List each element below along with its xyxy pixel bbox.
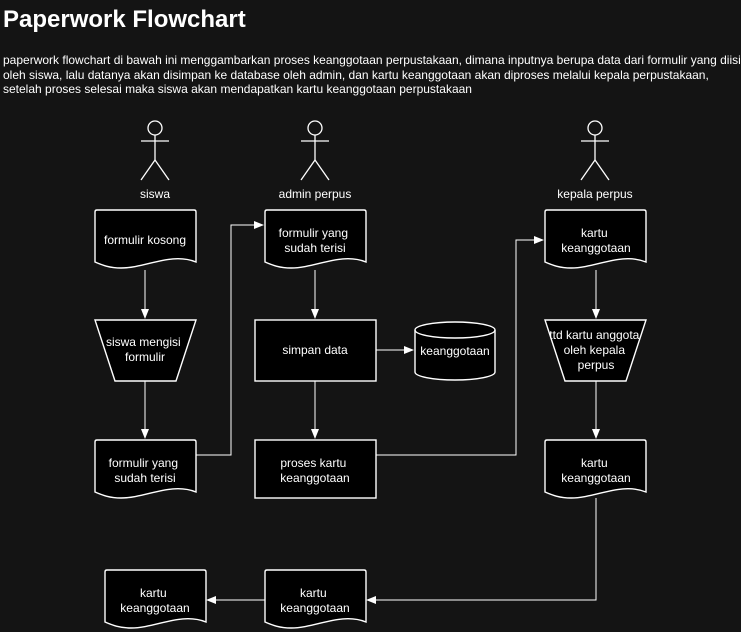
actor-kepala-label: kepala perpus	[557, 187, 632, 201]
node-simpan-data[interactable]	[254, 319, 377, 382]
node-kartu-kepala[interactable]	[544, 209, 647, 269]
label-ttd-kartu: ttd kartu anggota oleh kepala perpus	[549, 328, 642, 372]
node-kartu-siswa-final[interactable]	[104, 569, 207, 629]
label-kartu-siswa-final: kartu keanggotaan	[120, 586, 189, 615]
label-db-keanggotaan: keanggotaan	[420, 344, 489, 358]
node-kartu-admin-return[interactable]	[264, 569, 367, 629]
label-kartu-admin-return: kartu keanggotaan	[280, 586, 349, 615]
label-siswa-mengisi: siswa mengisi formulir	[106, 335, 184, 364]
label-kartu-signed: kartu keanggotaan	[561, 456, 630, 485]
node-formulir-kosong[interactable]	[94, 209, 197, 269]
label-formulir-terisi-admin: formulir yang sudah terisi	[279, 226, 352, 255]
actor-siswa-label: siswa	[140, 187, 170, 201]
actor-kepala-perpus[interactable]	[580, 120, 610, 181]
label-simpan-data: simpan data	[282, 343, 348, 357]
node-formulir-terisi-admin[interactable]	[264, 209, 367, 269]
label-proses-kartu: proses kartu keanggotaan	[280, 456, 349, 485]
edge-siswa-to-admin[interactable]	[196, 221, 264, 456]
node-proses-kartu[interactable]	[254, 439, 377, 499]
node-formulir-terisi-siswa[interactable]	[94, 439, 197, 499]
edge-proses-to-kepala[interactable]	[376, 236, 544, 456]
label-formulir-kosong: formulir kosong	[104, 233, 186, 247]
node-ttd-kartu[interactable]	[544, 319, 647, 382]
label-kartu-kepala: kartu keanggotaan	[561, 226, 630, 255]
actor-admin-perpus[interactable]	[300, 120, 330, 181]
node-kartu-signed[interactable]	[544, 439, 647, 499]
label-formulir-terisi-siswa: formulir yang sudah terisi	[109, 456, 182, 485]
edge-signed-to-admin-return[interactable]	[366, 498, 597, 604]
actor-siswa[interactable]	[140, 120, 170, 181]
node-siswa-mengisi[interactable]	[94, 319, 197, 382]
actor-admin-label: admin perpus	[279, 187, 352, 201]
page-title: Paperwork Flowchart	[3, 6, 246, 33]
page-description: paperwork flowchart di bawah ini menggam…	[3, 53, 741, 96]
